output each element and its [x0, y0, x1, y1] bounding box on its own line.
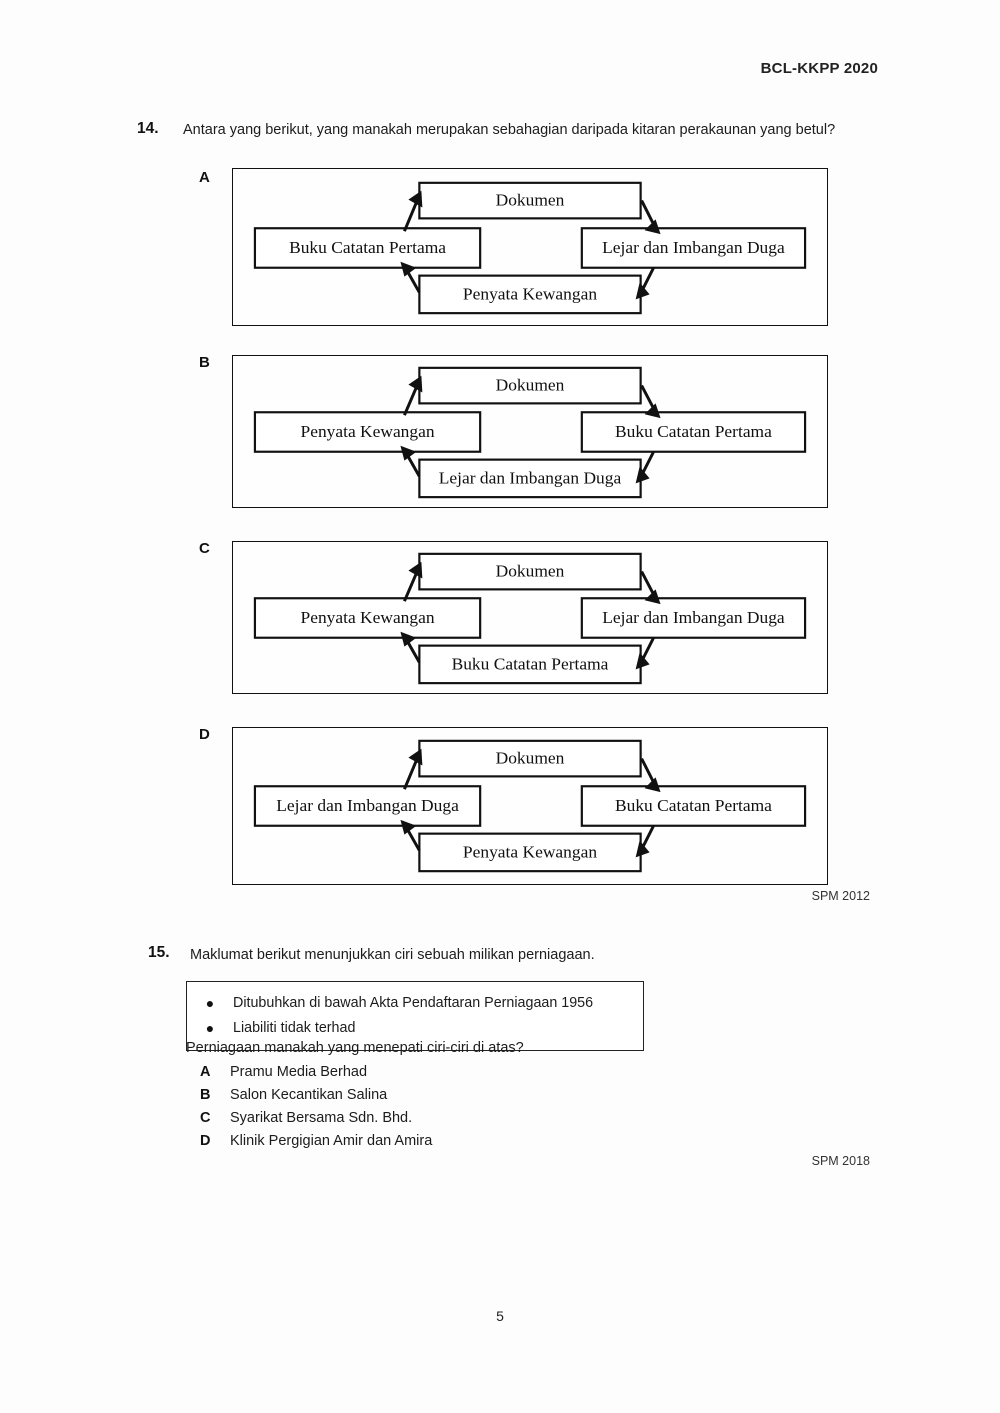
node-label-top: Dokumen	[496, 562, 565, 581]
node-label-bottom: Penyata Kewangan	[463, 284, 597, 303]
choice-b[interactable]: B Salon Kecantikan Salina	[200, 1087, 387, 1103]
document-header-title: BCL-KKPP 2020	[760, 60, 878, 77]
node-label-bottom: Lejar dan Imbangan Duga	[439, 468, 622, 487]
node-label-left: Lejar dan Imbangan Duga	[276, 796, 459, 815]
question-15-number: 15.	[148, 944, 170, 961]
node-box-top	[418, 366, 642, 405]
node-box-bottom	[418, 644, 642, 685]
cycle-diagram-c-svg: Dokumen Penyata Kewangan Lejar dan Imban…	[253, 552, 807, 685]
arrowhead-right-to-bottom	[635, 282, 650, 300]
info-bullet-row: ● Liabiliti tidak terhad	[187, 1016, 643, 1041]
cycle-diagram-d-svg: Dokumen Lejar dan Imbangan Duga Buku Cat…	[253, 739, 807, 873]
node-box-right	[580, 597, 807, 639]
node-box-left	[253, 227, 482, 269]
node-box-right	[580, 785, 807, 827]
node-label-right: Buku Catatan Pertama	[615, 796, 772, 815]
choice-c-letter: C	[200, 1110, 211, 1126]
question-14-number: 14.	[137, 120, 159, 137]
node-label-left: Penyata Kewangan	[301, 422, 435, 441]
node-box-left	[253, 597, 482, 639]
node-label-left: Penyata Kewangan	[301, 608, 435, 627]
cycle-diagram-a: Dokumen Buku Catatan Pertama Lejar dan I…	[232, 168, 828, 326]
question-15-info-box: ● Ditubuhkan di bawah Akta Pendaftaran P…	[186, 981, 644, 1052]
option-letter-b: B	[199, 354, 210, 371]
node-box-top	[418, 552, 642, 591]
arrowhead-right-to-bottom	[635, 466, 650, 484]
choice-a[interactable]: A Pramu Media Berhad	[200, 1064, 367, 1080]
choice-a-label: Pramu Media Berhad	[230, 1064, 368, 1080]
cycle-diagram-d: Dokumen Lejar dan Imbangan Duga Buku Cat…	[232, 727, 828, 885]
option-letter-d: D	[199, 726, 210, 743]
node-box-bottom	[418, 832, 642, 873]
node-box-right	[580, 411, 807, 453]
arrowhead-left-to-top	[408, 375, 423, 393]
node-box-left	[253, 411, 482, 453]
cycle-diagram-c: Dokumen Penyata Kewangan Lejar dan Imban…	[232, 541, 828, 694]
arrowhead-left-to-top	[408, 561, 423, 579]
option-letter-a: A	[199, 169, 210, 186]
arrowhead-top-to-right	[644, 219, 661, 235]
arrowhead-right-to-bottom	[635, 840, 650, 858]
cycle-diagram-a-svg: Dokumen Buku Catatan Pertama Lejar dan I…	[253, 181, 807, 315]
arrowhead-top-to-right	[644, 589, 661, 605]
choice-b-label: Salon Kecantikan Salina	[230, 1087, 388, 1103]
question-15-source: SPM 2018	[811, 1154, 870, 1168]
bullet-glyph-icon: ●	[205, 995, 215, 1011]
choice-d-label: Klinik Pergigian Amir dan Amira	[230, 1133, 433, 1149]
arrowhead-left-to-top	[408, 748, 423, 766]
choice-b-letter: B	[200, 1087, 211, 1103]
node-label-right: Lejar dan Imbangan Duga	[602, 608, 785, 627]
node-label-left: Buku Catatan Pertama	[289, 238, 446, 257]
choice-c-label: Syarikat Bersama Sdn. Bhd.	[230, 1110, 413, 1126]
arrowhead-bottom-to-left	[400, 631, 417, 647]
info-bullet-text: Liabiliti tidak terhad	[233, 1019, 356, 1036]
node-label-right: Buku Catatan Pertama	[615, 422, 772, 441]
arrowhead-bottom-to-left	[400, 445, 417, 461]
question-14-text: Antara yang berikut, yang manakah merupa…	[183, 122, 836, 138]
arrowhead-bottom-to-left	[400, 261, 417, 277]
arrowhead-bottom-to-left	[400, 819, 417, 835]
choice-a-letter: A	[200, 1064, 211, 1080]
choice-d[interactable]: D Klinik Pergigian Amir dan Amira	[200, 1133, 432, 1149]
info-bullet-text: Ditubuhkan di bawah Akta Pendaftaran Per…	[233, 995, 594, 1011]
page-number: 5	[496, 1308, 504, 1324]
arrowhead-right-to-bottom	[635, 652, 650, 670]
node-label-top: Dokumen	[496, 749, 565, 768]
node-label-top: Dokumen	[496, 376, 565, 395]
info-bullet-row: ● Ditubuhkan di bawah Akta Pendaftaran P…	[187, 991, 643, 1016]
arrowhead-left-to-top	[408, 190, 423, 208]
option-letter-c: C	[199, 540, 210, 557]
node-box-left	[253, 785, 482, 827]
arrowhead-top-to-right	[644, 403, 661, 419]
choice-d-letter: D	[200, 1133, 211, 1149]
cycle-diagram-b: Dokumen Penyata Kewangan Buku Catatan Pe…	[232, 355, 828, 508]
cycle-diagram-b-svg: Dokumen Penyata Kewangan Buku Catatan Pe…	[253, 366, 807, 499]
question-15-text: Maklumat berikut menunjukkan ciri sebuah…	[190, 947, 595, 963]
node-label-bottom: Penyata Kewangan	[463, 842, 597, 861]
bullet-glyph-icon: ●	[205, 1019, 215, 1036]
question-14-source: SPM 2012	[811, 889, 870, 903]
node-label-bottom: Buku Catatan Pertama	[452, 654, 609, 673]
node-label-right: Lejar dan Imbangan Duga	[602, 238, 785, 257]
node-box-right	[580, 227, 807, 269]
node-box-top	[418, 739, 642, 778]
node-label-top: Dokumen	[496, 191, 565, 210]
question-15-sub-question: Perniagaan manakah yang menepati ciri-ci…	[186, 1040, 524, 1056]
arrowhead-top-to-right	[644, 777, 661, 793]
node-box-bottom	[418, 458, 642, 499]
choice-c[interactable]: C Syarikat Bersama Sdn. Bhd.	[200, 1110, 412, 1126]
